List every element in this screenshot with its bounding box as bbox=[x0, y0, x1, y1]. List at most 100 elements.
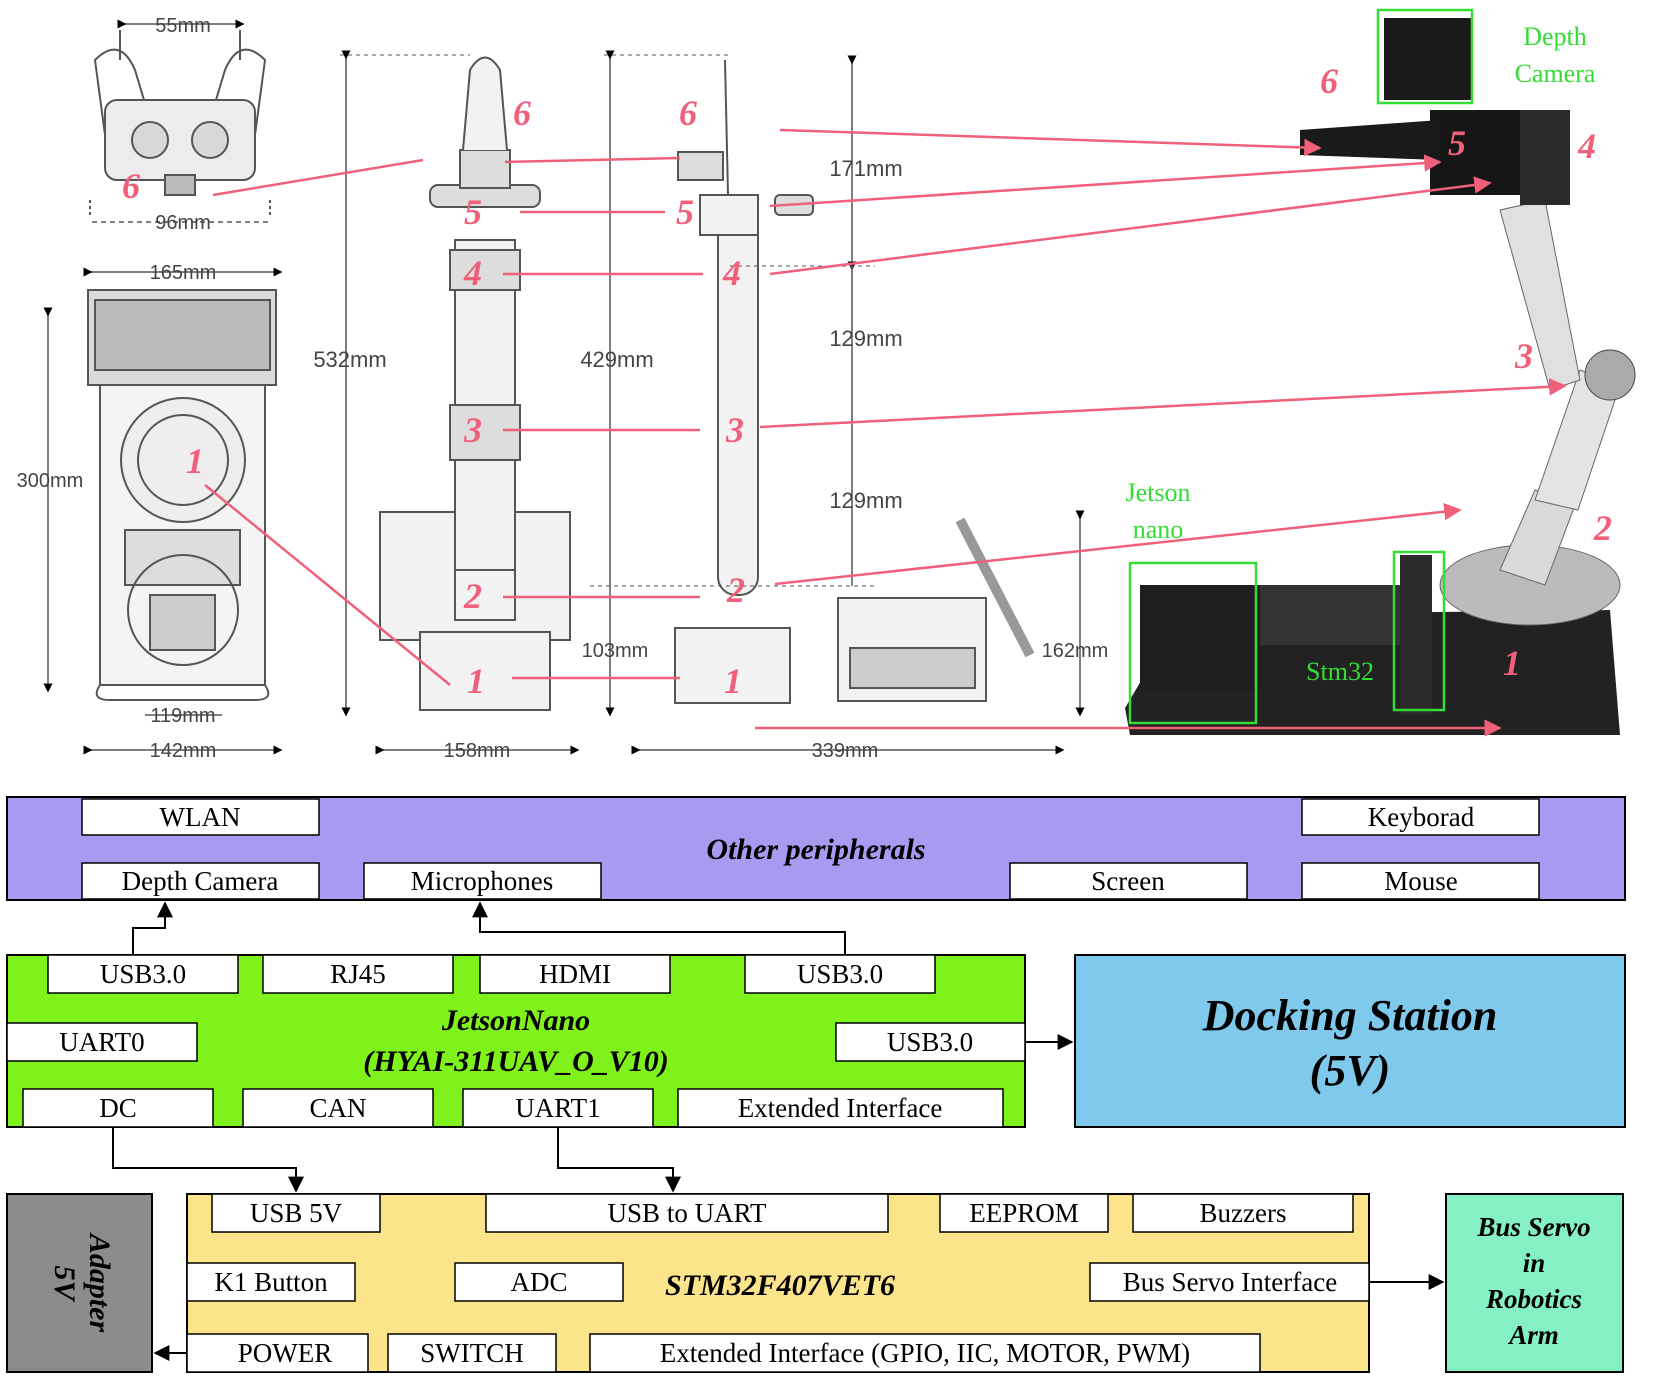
stm32-ext-port bbox=[589, 1333, 1261, 1373]
servo-line-2: in bbox=[1523, 1248, 1546, 1278]
joint-4-front: 4 bbox=[463, 253, 482, 293]
dim-96: 96mm bbox=[155, 212, 211, 234]
usb-uart-port bbox=[485, 1193, 889, 1233]
peripherals-title: Other peripherals bbox=[706, 833, 925, 866]
arm-front-drawing bbox=[379, 56, 571, 711]
usb30-b-port bbox=[744, 954, 936, 994]
microphones-label: Microphones bbox=[411, 866, 553, 896]
robot-photo bbox=[1125, 18, 1636, 735]
depth-camera-box bbox=[1376, 8, 1474, 105]
jetson-box bbox=[1128, 561, 1258, 725]
bus-servo-block bbox=[1445, 1193, 1624, 1373]
dim-103: 103mm bbox=[582, 640, 649, 662]
joint-1-base: 1 bbox=[186, 441, 204, 481]
k1-button-label: K1 Button bbox=[214, 1267, 328, 1297]
eeprom-port bbox=[939, 1193, 1109, 1233]
screen-box bbox=[1009, 862, 1248, 900]
uart0-label: UART0 bbox=[59, 1027, 144, 1057]
servo-line-4: Arm bbox=[1507, 1320, 1559, 1350]
adapter-title: Adapter bbox=[83, 1232, 116, 1333]
power-label: POWER bbox=[238, 1338, 333, 1368]
dc-port bbox=[22, 1088, 214, 1128]
bus-servo-interface-port bbox=[1089, 1262, 1370, 1302]
can-label: CAN bbox=[309, 1093, 366, 1123]
stm32-ext-label: Extended Interface (GPIO, IIC, MOTOR, PW… bbox=[660, 1338, 1190, 1368]
block-connections bbox=[112, 901, 1445, 1361]
joint-3-side: 3 bbox=[725, 410, 744, 450]
joint-3-photo: 3 bbox=[1514, 336, 1533, 376]
usb5v-port bbox=[211, 1193, 381, 1233]
dim-339: 339mm bbox=[812, 740, 879, 762]
joint-4-photo: 4 bbox=[1577, 126, 1596, 166]
jetson-title-1: JetsonNano bbox=[441, 1004, 590, 1037]
usb5v-label: USB 5V bbox=[250, 1198, 343, 1228]
hdmi-label: HDMI bbox=[539, 959, 611, 989]
dim-162: 162mm bbox=[1042, 640, 1109, 662]
k1-button-port bbox=[186, 1262, 356, 1302]
dim-55: 55mm bbox=[155, 15, 211, 37]
usb30-c-label: USB3.0 bbox=[887, 1027, 973, 1057]
hdmi-port bbox=[479, 954, 671, 994]
wlan-box bbox=[81, 798, 320, 836]
depth-camera-box-2 bbox=[81, 862, 320, 900]
jetson-ext-label: Extended Interface bbox=[738, 1093, 943, 1123]
servo-line-1: Bus Servo bbox=[1476, 1212, 1590, 1242]
dim-532: 532mm bbox=[313, 347, 386, 372]
joint-3-front: 3 bbox=[463, 410, 482, 450]
joint-6-photo: 6 bbox=[1320, 61, 1338, 101]
gripper-drawing bbox=[89, 30, 271, 215]
joint-1-front: 1 bbox=[467, 661, 485, 701]
uart1-label: UART1 bbox=[515, 1093, 600, 1123]
uart0-port bbox=[6, 1022, 198, 1062]
wlan-label: WLAN bbox=[160, 802, 241, 832]
jetson-label-1: Jetson bbox=[1126, 478, 1191, 507]
keyboard-label: Keyborad bbox=[1368, 802, 1475, 832]
rj45-port bbox=[262, 954, 454, 994]
adc-label: ADC bbox=[510, 1267, 567, 1297]
arm-side-drawing bbox=[674, 59, 1035, 704]
usb30-a-label: USB3.0 bbox=[100, 959, 186, 989]
switch-label: SWITCH bbox=[420, 1338, 524, 1368]
joint-1-side: 1 bbox=[724, 661, 742, 701]
joint-6-front: 6 bbox=[513, 93, 531, 133]
docking-voltage: (5V) bbox=[1310, 1046, 1391, 1095]
can-port bbox=[242, 1088, 434, 1128]
base-top-drawing bbox=[87, 289, 277, 701]
microphones-box bbox=[363, 862, 602, 900]
uart1-port bbox=[462, 1088, 654, 1128]
servo-line-3: Robotics bbox=[1485, 1284, 1582, 1314]
depth-camera-label-2: Camera bbox=[1515, 59, 1596, 88]
joint-5-photo: 5 bbox=[1448, 123, 1466, 163]
jetson-title-2: (HYAI-311UAV_O_V10) bbox=[363, 1045, 669, 1078]
docking-station-block bbox=[1074, 954, 1626, 1128]
dim-300: 300mm bbox=[17, 470, 84, 492]
adapter-voltage: 5V bbox=[48, 1265, 81, 1303]
stm32-title: STM32F407VET6 bbox=[665, 1269, 895, 1302]
adapter-block bbox=[6, 1193, 153, 1373]
joint-2-side: 2 bbox=[726, 570, 745, 610]
keyboard-box bbox=[1301, 798, 1540, 836]
dim-165: 165mm bbox=[150, 262, 217, 284]
adc-port bbox=[454, 1262, 624, 1302]
mouse-label: Mouse bbox=[1384, 866, 1458, 896]
dim-129b: 129mm bbox=[829, 488, 902, 513]
joint-6-side: 6 bbox=[679, 93, 697, 133]
dim-142: 142mm bbox=[150, 740, 217, 762]
dim-129a: 129mm bbox=[829, 326, 902, 351]
joint-connectors bbox=[204, 128, 1567, 737]
depth-camera-label-1: Depth bbox=[1523, 22, 1587, 51]
jetson-ext-port bbox=[677, 1088, 1004, 1128]
joint-2-front: 2 bbox=[463, 576, 482, 616]
buzzers-label: Buzzers bbox=[1200, 1198, 1287, 1228]
docking-title: Docking Station bbox=[1202, 991, 1498, 1040]
bus-servo-interface-label: Bus Servo Interface bbox=[1123, 1267, 1337, 1297]
dim-429: 429mm bbox=[580, 347, 653, 372]
joint-2-photo: 2 bbox=[1593, 508, 1612, 548]
usb30-a-port bbox=[47, 954, 239, 994]
joint-number-labels: 6 1 6 5 4 3 2 1 6 5 4 3 2 1 6 5 4 3 2 1 bbox=[122, 61, 1612, 701]
joint-6-gripper: 6 bbox=[122, 166, 140, 206]
stm32-box bbox=[1392, 550, 1446, 712]
buzzers-port bbox=[1132, 1193, 1354, 1233]
dim-171: 171mm bbox=[829, 156, 902, 181]
